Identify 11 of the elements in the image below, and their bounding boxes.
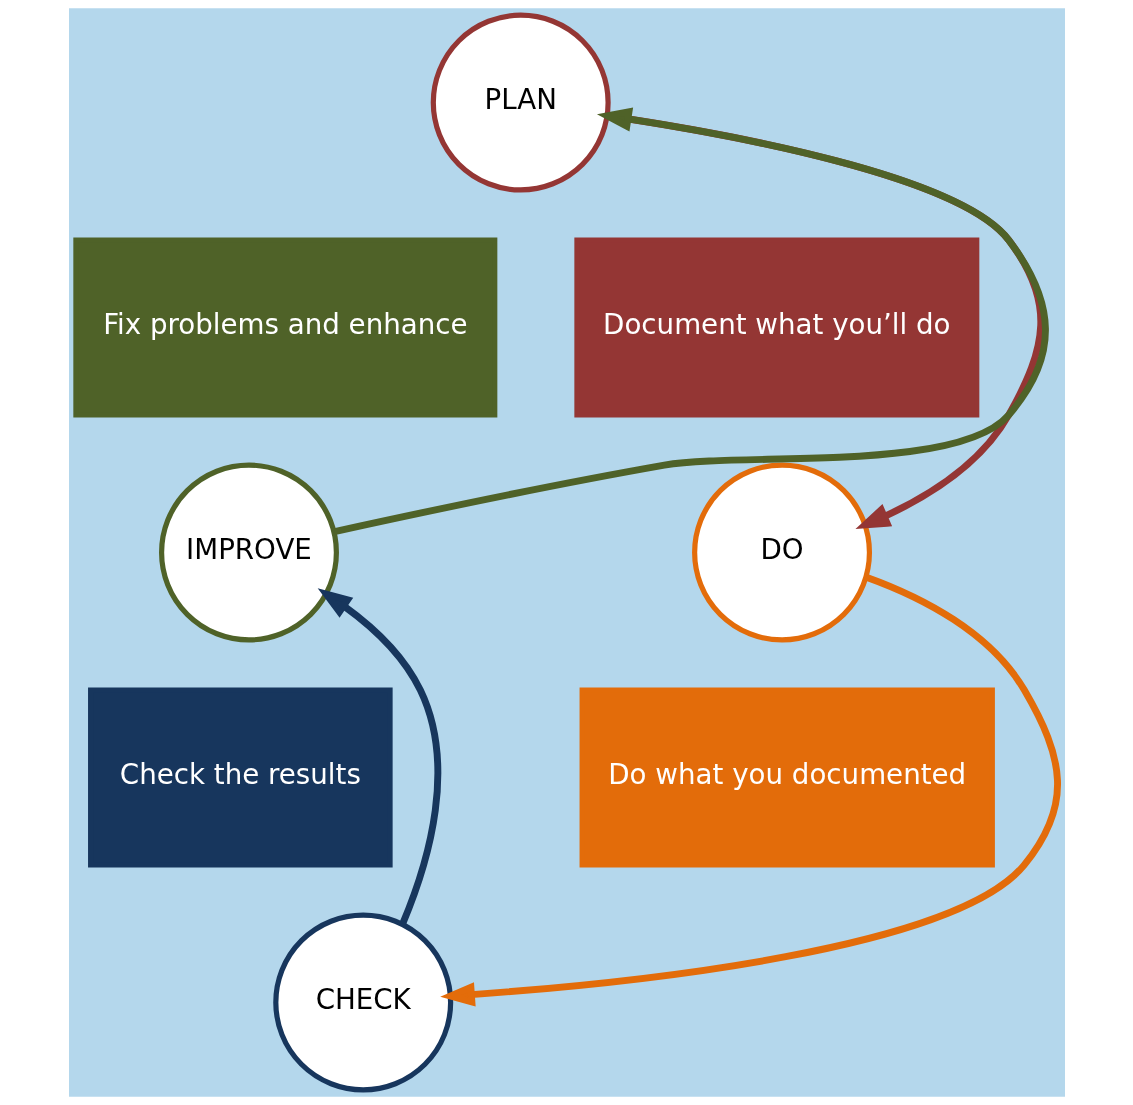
node-circle: CHECK [272, 912, 453, 1093]
node-box: Check the results [87, 687, 393, 868]
arrow [317, 588, 441, 926]
node-circle: PLAN [430, 12, 611, 193]
node-box: Do what you documented [579, 687, 995, 868]
arrow [439, 573, 1061, 1007]
arrow [333, 107, 1049, 535]
node-circle: DO [691, 462, 872, 643]
node-box: Document what you’ll do [573, 237, 979, 418]
node-circle: IMPROVE [158, 462, 339, 643]
node-box: Fix problems and enhance [72, 237, 497, 418]
